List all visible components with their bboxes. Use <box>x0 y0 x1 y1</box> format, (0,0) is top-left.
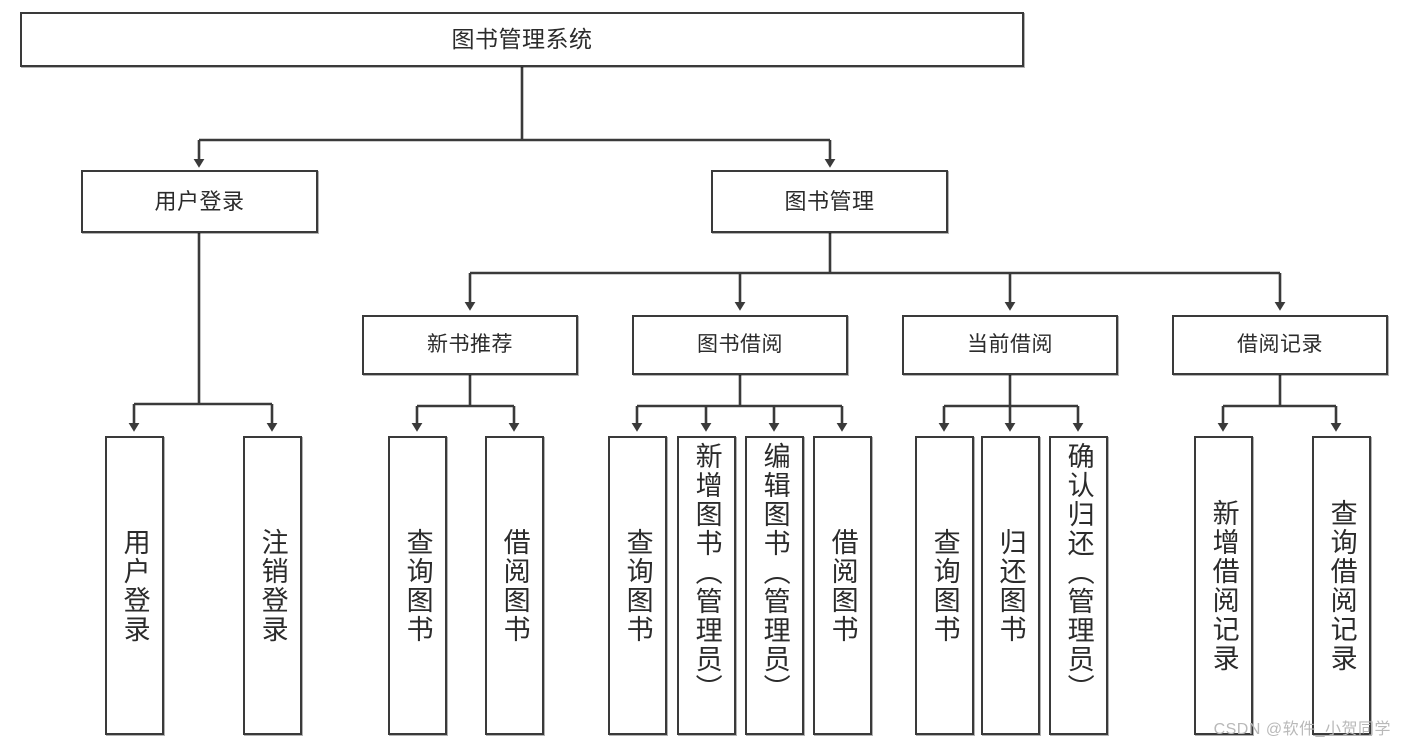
node-label: 新增借阅记录 <box>1208 498 1239 673</box>
leaf-add-book-admin[interactable]: 新增图书（管理员） <box>677 436 736 735</box>
node-label: 借阅记录 <box>1237 332 1323 356</box>
leaf-user-login[interactable]: 用户登录 <box>105 436 164 735</box>
node-label: 借阅图书 <box>499 527 530 644</box>
node-label: 查询图书 <box>402 527 433 644</box>
leaf-edit-book-admin[interactable]: 编辑图书（管理员） <box>745 436 804 735</box>
leaf-confirm-return-admin[interactable]: 确认归还（管理员） <box>1049 436 1108 735</box>
node-label: 注销登录 <box>257 527 288 644</box>
node-label: 编辑图书（管理员） <box>759 442 790 703</box>
node-borrow-record[interactable]: 借阅记录 <box>1172 315 1388 375</box>
csdn-watermark: CSDN @软件_小贺同学 <box>1213 721 1391 738</box>
node-user-login[interactable]: 用户登录 <box>81 170 318 233</box>
node-label: 确认归还（管理员） <box>1063 442 1094 703</box>
leaf-borrow-book-recommend[interactable]: 借阅图书 <box>485 436 544 735</box>
node-current-borrow[interactable]: 当前借阅 <box>902 315 1118 375</box>
node-label: 图书借阅 <box>697 332 783 356</box>
leaf-query-book-current[interactable]: 查询图书 <box>915 436 974 735</box>
node-label: 查询图书 <box>929 527 960 644</box>
node-root-system[interactable]: 图书管理系统 <box>20 12 1024 67</box>
leaf-return-book[interactable]: 归还图书 <box>981 436 1040 735</box>
node-label: 借阅图书 <box>827 527 858 644</box>
node-label: 新增图书（管理员） <box>691 442 722 703</box>
leaf-query-book-recommend[interactable]: 查询图书 <box>388 436 447 735</box>
leaf-query-book-borrow[interactable]: 查询图书 <box>608 436 667 735</box>
node-label: 当前借阅 <box>967 332 1053 356</box>
node-label: 查询借阅记录 <box>1326 498 1357 673</box>
node-label: 新书推荐 <box>427 332 513 356</box>
node-label: 归还图书 <box>995 527 1026 644</box>
leaf-user-logout[interactable]: 注销登录 <box>243 436 302 735</box>
leaf-add-borrow-record[interactable]: 新增借阅记录 <box>1194 436 1253 735</box>
node-book-borrow[interactable]: 图书借阅 <box>632 315 848 375</box>
leaf-query-borrow-record[interactable]: 查询借阅记录 <box>1312 436 1371 735</box>
node-book-management[interactable]: 图书管理 <box>711 170 948 233</box>
node-new-book-recommend[interactable]: 新书推荐 <box>362 315 578 375</box>
node-label: 图书管理 <box>784 188 875 214</box>
node-label: 用户登录 <box>119 527 150 644</box>
leaf-borrow-book[interactable]: 借阅图书 <box>813 436 872 735</box>
node-label: 查询图书 <box>622 527 653 644</box>
node-label: 图书管理系统 <box>451 26 593 53</box>
node-label: 用户登录 <box>154 188 245 214</box>
